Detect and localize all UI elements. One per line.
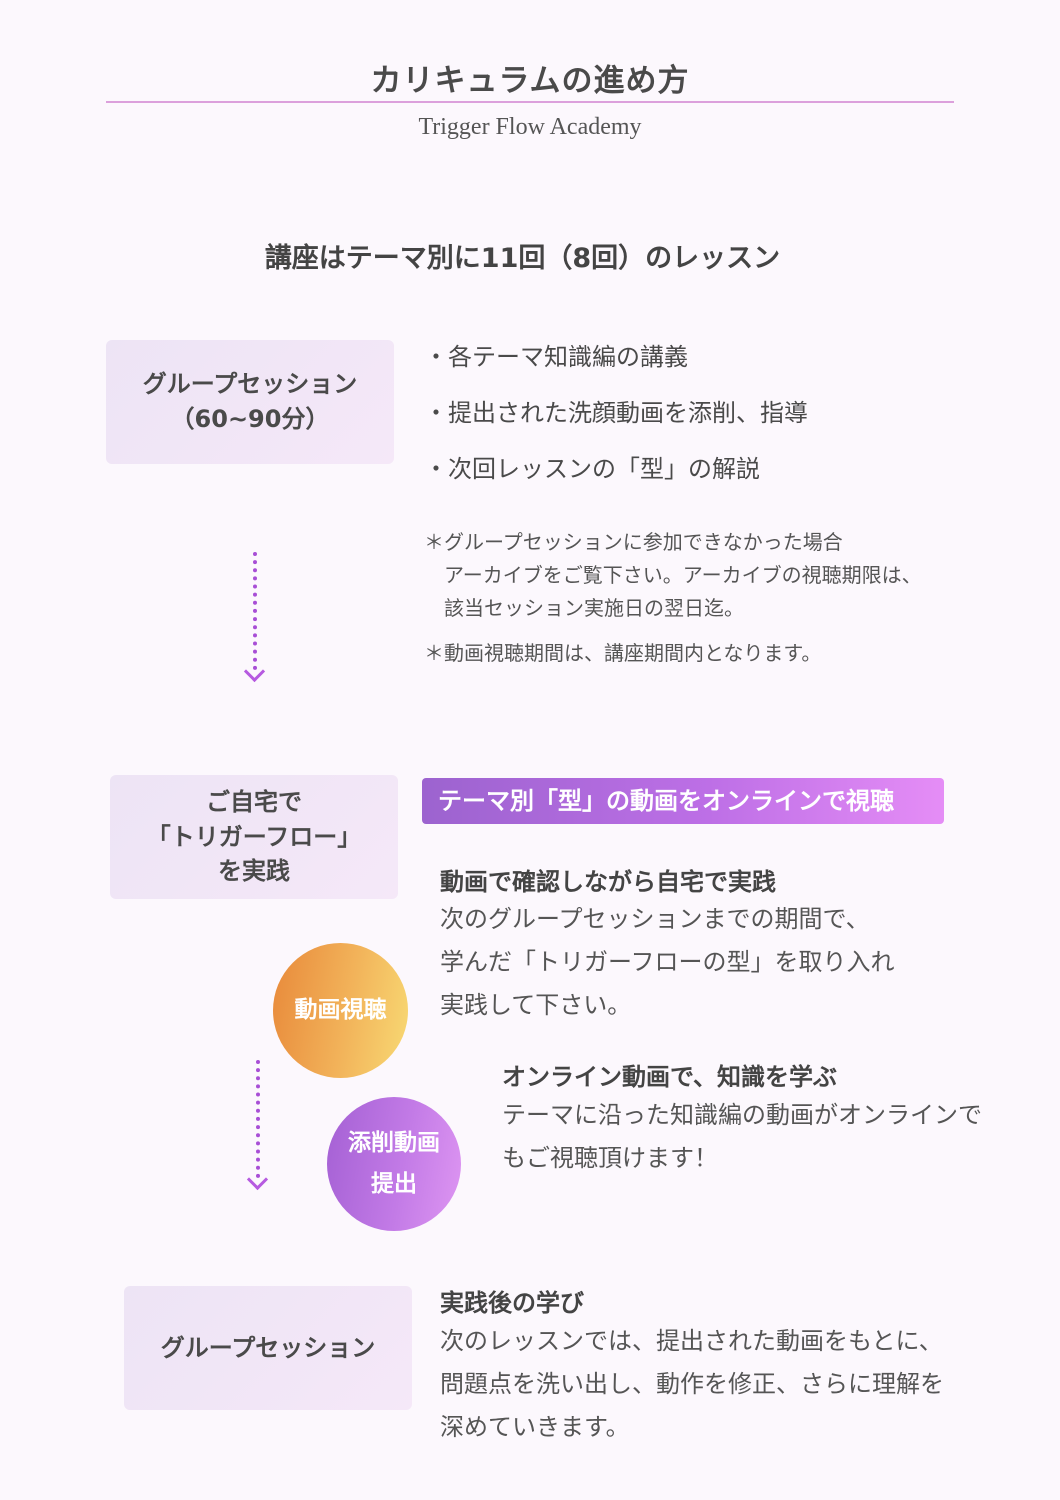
video-watch-badge: 動画視聴 [273,943,408,1078]
after-practice-body: 次のレッスンでは、提出された動画をもとに、 問題点を洗い出し、動作を修正、さらに… [440,1320,944,1449]
group-session-label: グループセッション [160,1333,376,1362]
group-session-label: グループセッション [142,370,358,399]
arrow-stem [253,552,257,670]
arrow-head [246,1168,269,1191]
home-practice-line: 「トリガーフロー」 [146,822,362,851]
group-session-box: グループセッション （60~90分） [106,340,394,464]
bullet-item: ・提出された洗顔動画を添削、指導 [424,399,808,427]
body-line: テーマに沿った知識編の動画がオンラインで [502,1101,982,1129]
online-learning-title: オンライン動画で、知識を学ぶ [502,1063,838,1091]
bullet-item: ・次回レッスンの「型」の解説 [424,455,760,483]
note-line: ＊動画視聴期間は、講座期間内となります。 [424,641,822,665]
arrow-stem [256,1060,260,1178]
lesson-heading: 講座はテーマ別に11回（8回）のレッスン [264,243,781,274]
home-practice-box: ご自宅で 「トリガーフロー」 を実践 [110,775,398,899]
bullet-item: ・各テーマ知識編の講義 [424,343,688,371]
body-line: 問題点を洗い出し、動作を修正、さらに理解を [440,1370,944,1398]
home-practice-line: ご自宅で [206,787,302,816]
body-line: 実践して下さい。 [440,991,632,1019]
archive-note: ＊グループセッションに参加できなかった場合 アーカイブをご覧下さい。アーカイブの… [424,526,922,625]
badge-label: 添削動画 [348,1129,440,1156]
body-line: 深めていきます。 [440,1413,630,1441]
body-line: もご視聴頂けます！ [502,1144,718,1172]
group-session-duration: （60~90分） [170,405,330,433]
practice-body: 次のグループセッションまでの期間で、 学んだ「トリガーフローの型」を取り入れ 実… [440,898,895,1027]
practice-title: 動画で確認しながら自宅で実践 [440,868,776,896]
badge-label: 提出 [371,1171,417,1197]
note-line: アーカイブをご覧下さい。アーカイブの視聴期限は、 [424,563,922,587]
after-practice-title: 実践後の学び [440,1289,584,1317]
title-divider [106,101,954,103]
online-learning-body: テーマに沿った知識編の動画がオンラインで もご視聴頂けます！ [502,1094,982,1180]
home-practice-line: を実践 [218,857,290,886]
dotted-arrow-down-icon [246,1060,269,1195]
note-line: ＊グループセッションに参加できなかった場合 [424,530,843,554]
badge-label: 動画視聴 [294,996,387,1023]
note-line: 該当セッション実施日の翌日迄。 [424,596,744,620]
video-period-note: ＊動画視聴期間は、講座期間内となります。 [424,637,821,670]
online-video-banner: テーマ別「型」の動画をオンラインで視聴 [422,778,944,824]
body-line: 次のグループセッションまでの期間で、 [440,905,870,933]
body-line: 次のレッスンでは、提出された動画をもとに、 [440,1327,943,1355]
dotted-arrow-down-icon [243,552,266,687]
page-subtitle: Trigger Flow Academy [418,114,642,140]
video-submit-badge: 添削動画 提出 [327,1097,461,1231]
page-title: カリキュラムの進め方 [370,63,690,99]
arrow-head [243,660,266,683]
group-session-review-box: グループセッション [124,1286,412,1410]
body-line: 学んだ「トリガーフローの型」を取り入れ [440,948,895,976]
